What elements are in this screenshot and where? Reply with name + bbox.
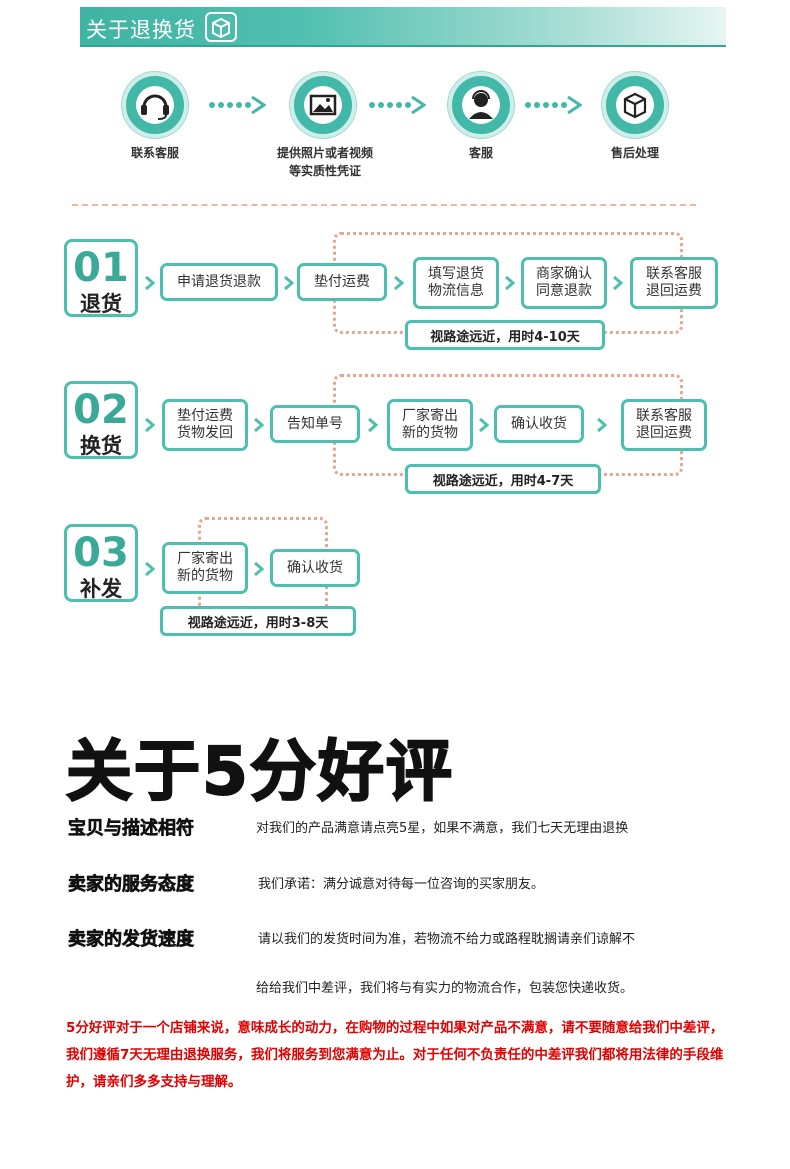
section-banner: 关于退换货 (80, 7, 726, 47)
arrow-icon (209, 95, 266, 115)
arrow-icon (369, 95, 426, 115)
flow-number: 03 (73, 530, 129, 576)
chevron-right-icon (284, 276, 294, 290)
flow-name: 换货 (80, 434, 122, 458)
flow-step-box: 确认收货 (494, 405, 584, 443)
flow-step-box: 联系客服 退回运费 (630, 257, 718, 309)
step-label: 客服 (468, 146, 493, 160)
step-photo (290, 72, 356, 138)
rating-text: 我们承诺：满分诚意对待每一位咨询的买家朋友。 (258, 877, 545, 892)
arrow-icon (525, 95, 582, 115)
flow-step-box: 确认收货 (270, 549, 360, 587)
flow-step-box: 告知单号 (270, 405, 360, 443)
flow-step-box: 厂家寄出 新的货物 (162, 542, 248, 594)
rating-label: 宝贝与描述相符 (68, 818, 195, 840)
step-label: 提供照片或者视频 等实质性凭证 (276, 146, 373, 178)
rating-title: 关于5分好评 (65, 732, 454, 811)
agent-icon (462, 86, 500, 124)
chevron-right-icon (145, 276, 155, 290)
flow-exchange-badge: 02 换货 (64, 381, 138, 459)
rating-label: 卖家的服务态度 (68, 874, 195, 896)
flow-return-badge: 01 退货 (64, 239, 138, 317)
divider (72, 204, 696, 206)
rating-text: 对我们的产品满意请点亮5星，如果不满意，我们七天无理由退换 (256, 821, 629, 836)
chevron-right-icon (613, 276, 623, 290)
step-box (602, 72, 668, 138)
chevron-right-icon (479, 418, 489, 432)
chevron-right-icon (368, 418, 378, 432)
step-label: 售后处理 (610, 146, 659, 160)
photo-icon (304, 86, 342, 124)
chevron-right-icon (394, 276, 404, 290)
chevron-right-icon (145, 562, 155, 576)
chevron-right-icon (597, 418, 607, 432)
package-icon (204, 11, 238, 43)
rating-text: 请以我们的发货时间为准，若物流不给力或路程耽搁请亲们谅解不 (258, 932, 636, 947)
flow-name: 退货 (80, 292, 122, 316)
flow-time-note: 视路途远近，用时3-8天 (160, 606, 356, 636)
rating-notice: 5分好评对于一个店铺来说，意味成长的动力，在购物的过程中如果对产品不满意，请不要… (66, 1020, 724, 1090)
step-headset (122, 72, 188, 138)
flow-time-note: 视路途远近，用时4-10天 (405, 320, 605, 350)
step-label: 联系客服 (130, 146, 179, 160)
flow-step-box: 申请退货退款 (160, 263, 278, 301)
chevron-right-icon (254, 418, 264, 432)
step-agent (448, 72, 514, 138)
flow-step-box: 厂家寄出 新的货物 (387, 399, 473, 451)
rating-continuation: 给给我们中差评，我们将与有实力的物流合作，包装您快递收货。 (256, 981, 634, 996)
flow-name: 补发 (80, 577, 122, 601)
flow-number: 01 (73, 245, 129, 291)
flow-step-box: 垫付运费 (297, 263, 387, 301)
flow-step-box: 商家确认 同意退款 (521, 257, 607, 309)
flow-step-box: 垫付运费 货物发回 (162, 399, 248, 451)
chevron-right-icon (254, 562, 264, 576)
box-icon (616, 86, 654, 124)
banner-title: 关于退换货 (86, 18, 196, 42)
flow-time-note: 视路途远近，用时4-7天 (405, 464, 601, 494)
rating-label: 卖家的发货速度 (68, 929, 195, 951)
flow-number: 02 (73, 387, 129, 433)
flow-step-box: 填写退货 物流信息 (413, 257, 499, 309)
flow-step-box: 联系客服 退回运费 (621, 399, 707, 451)
chevron-right-icon (145, 418, 155, 432)
headset-icon (136, 86, 174, 124)
chevron-right-icon (505, 276, 515, 290)
flow-reissue-badge: 03 补发 (64, 524, 138, 602)
